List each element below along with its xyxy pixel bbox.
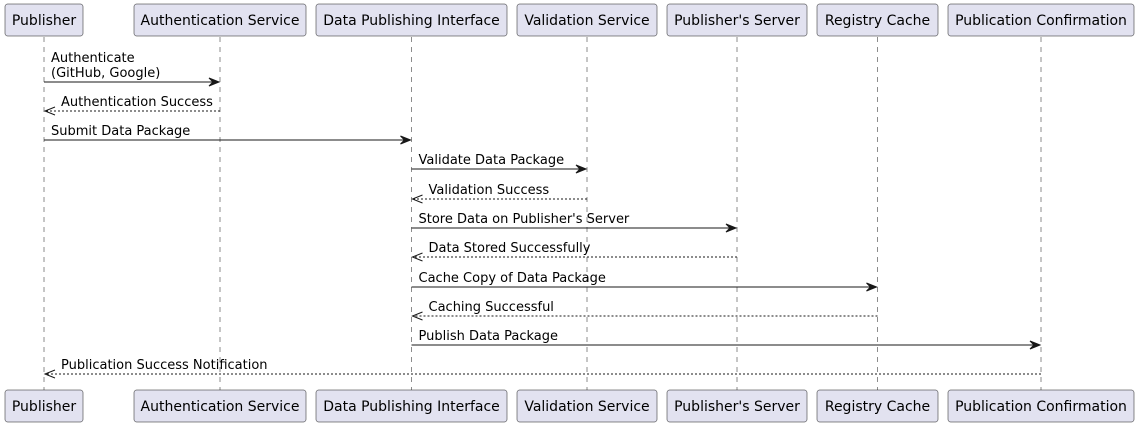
participant-box: [816, 389, 939, 423]
participant-publisher-top: Publisher: [4, 3, 84, 37]
participant-label: Data Publishing Interface: [323, 399, 500, 415]
participant-box: [666, 389, 808, 423]
message-1: Authenticate(GitHub, Google): [44, 51, 221, 87]
message-6: Store Data on Publisher's Server: [411, 212, 738, 233]
participant-label: Validation Service: [524, 399, 649, 415]
participant-label: Publication Confirmation: [955, 399, 1127, 415]
participant-label: Publication Confirmation: [955, 13, 1127, 29]
message-4: Validate Data Package: [411, 153, 588, 174]
message-10: Publish Data Package: [411, 329, 1042, 350]
message-7: Data Stored Successfully: [411, 241, 737, 262]
arrow-head: [411, 194, 423, 204]
arrow-head: [411, 311, 423, 321]
arrow-head: [725, 223, 738, 233]
participant-server-bottom: Publisher's Server: [666, 389, 808, 423]
participant-box: [133, 389, 307, 423]
participant-box: [947, 3, 1135, 37]
participant-box: [4, 389, 84, 423]
participant-confirm-top: Publication Confirmation: [947, 3, 1135, 37]
arrow-head: [208, 77, 221, 87]
arrow-head: [411, 252, 423, 262]
message-label: Publish Data Package: [419, 329, 559, 344]
message-9: Caching Successful: [411, 300, 878, 321]
participant-label: Authentication Service: [141, 13, 300, 29]
participant-label: Validation Service: [524, 13, 649, 29]
arrow-head: [1029, 340, 1042, 350]
participant-label: Publisher: [12, 399, 77, 415]
message-5: Validation Success: [411, 183, 587, 204]
message-label: Submit Data Package: [51, 124, 190, 139]
participant-confirm-bottom: Publication Confirmation: [947, 389, 1135, 423]
participant-label: Data Publishing Interface: [323, 13, 500, 29]
participant-box: [816, 3, 939, 37]
participant-cache-top: Registry Cache: [816, 3, 939, 37]
message-label: Authentication Success: [61, 95, 213, 110]
participant-label: Registry Cache: [825, 13, 930, 29]
message-label: Publication Success Notification: [61, 358, 268, 373]
arrow-head: [866, 282, 878, 292]
participant-validation-bottom: Validation Service: [516, 389, 658, 423]
participant-label: Registry Cache: [825, 399, 930, 415]
participant-label: Publisher: [12, 13, 77, 29]
participant-box: [315, 389, 508, 423]
participant-box: [947, 389, 1135, 423]
arrow-head: [400, 135, 412, 145]
participant-box: [516, 389, 658, 423]
participant-publisher-bottom: Publisher: [4, 389, 84, 423]
message-label: Authenticate: [51, 51, 135, 66]
arrow-head: [43, 369, 56, 379]
message-label: Data Stored Successfully: [429, 241, 591, 256]
participant-dpi-top: Data Publishing Interface: [315, 3, 508, 37]
participant-label: Publisher's Server: [674, 13, 800, 29]
message-3: Submit Data Package: [44, 124, 412, 145]
arrow-head: [575, 164, 588, 174]
message-11: Publication Success Notification: [43, 358, 1041, 379]
participant-label: Publisher's Server: [674, 399, 800, 415]
message-label: Validation Success: [429, 183, 550, 198]
participant-server-top: Publisher's Server: [666, 3, 808, 37]
participant-label: Authentication Service: [141, 399, 300, 415]
arrow-head: [43, 106, 56, 116]
message-label: Store Data on Publisher's Server: [419, 212, 630, 227]
message-label: Validate Data Package: [419, 153, 565, 168]
message-8: Cache Copy of Data Package: [411, 271, 878, 292]
participant-auth-top: Authentication Service: [133, 3, 307, 37]
participant-box: [516, 3, 658, 37]
participant-box: [4, 3, 84, 37]
message-label: Caching Successful: [429, 300, 554, 315]
participant-box: [666, 3, 808, 37]
participant-box: [315, 3, 508, 37]
participant-cache-bottom: Registry Cache: [816, 389, 939, 423]
message-label: Cache Copy of Data Package: [419, 271, 606, 286]
participant-auth-bottom: Authentication Service: [133, 389, 307, 423]
participant-box: [133, 3, 307, 37]
message-label: (GitHub, Google): [51, 66, 160, 81]
participant-dpi-bottom: Data Publishing Interface: [315, 389, 508, 423]
participant-validation-top: Validation Service: [516, 3, 658, 37]
message-2: Authentication Success: [43, 95, 220, 116]
